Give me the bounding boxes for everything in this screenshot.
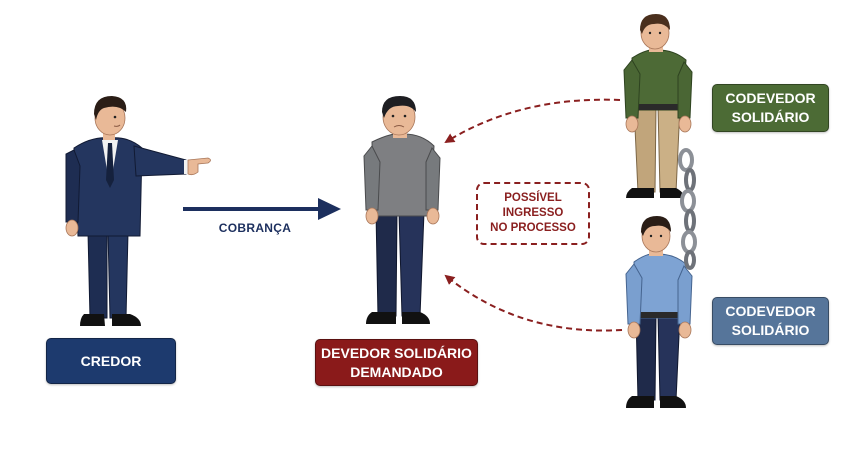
devedor-figure: [363, 96, 441, 324]
credor-label: CREDOR: [46, 338, 176, 384]
possivel-ingresso-box: POSSÍVEL INGRESSO NO PROCESSO: [476, 182, 590, 245]
codevedor-1-label-line1: CODEVEDOR: [725, 90, 816, 106]
credor-label-text: CREDOR: [80, 352, 142, 369]
possivel-ingresso-line3: NO PROCESSO: [490, 222, 576, 234]
dashed-arrow-upper: [444, 98, 621, 144]
cobranca-label: COBRANÇA: [218, 221, 292, 235]
dashed-arrow-lower: [444, 274, 623, 332]
credor-figure: [65, 96, 211, 326]
codevedor-2-figure: [625, 216, 693, 408]
possivel-ingresso-line1: POSSÍVEL: [504, 192, 562, 204]
codevedor-1-figure: [623, 14, 693, 198]
devedor-label-line2: DEMANDADO: [350, 363, 443, 380]
codevedor-2-label-line1: CODEVEDOR: [725, 303, 816, 319]
codevedor-1-label-line2: SOLIDÁRIO: [731, 109, 810, 125]
possivel-ingresso-line2: INGRESSO: [502, 207, 564, 219]
codevedor-1-label: CODEVEDOR SOLIDÁRIO: [712, 84, 829, 132]
chain-link-icon: [678, 148, 697, 270]
cobranca-arrow: [183, 198, 341, 220]
devedor-label-line1: DEVEDOR SOLIDÁRIO: [321, 344, 472, 361]
codevedor-2-label-line2: SOLIDÁRIO: [731, 322, 810, 338]
devedor-solidario-label: DEVEDOR SOLIDÁRIO DEMANDADO: [315, 339, 478, 386]
codevedor-2-label: CODEVEDOR SOLIDÁRIO: [712, 297, 829, 345]
